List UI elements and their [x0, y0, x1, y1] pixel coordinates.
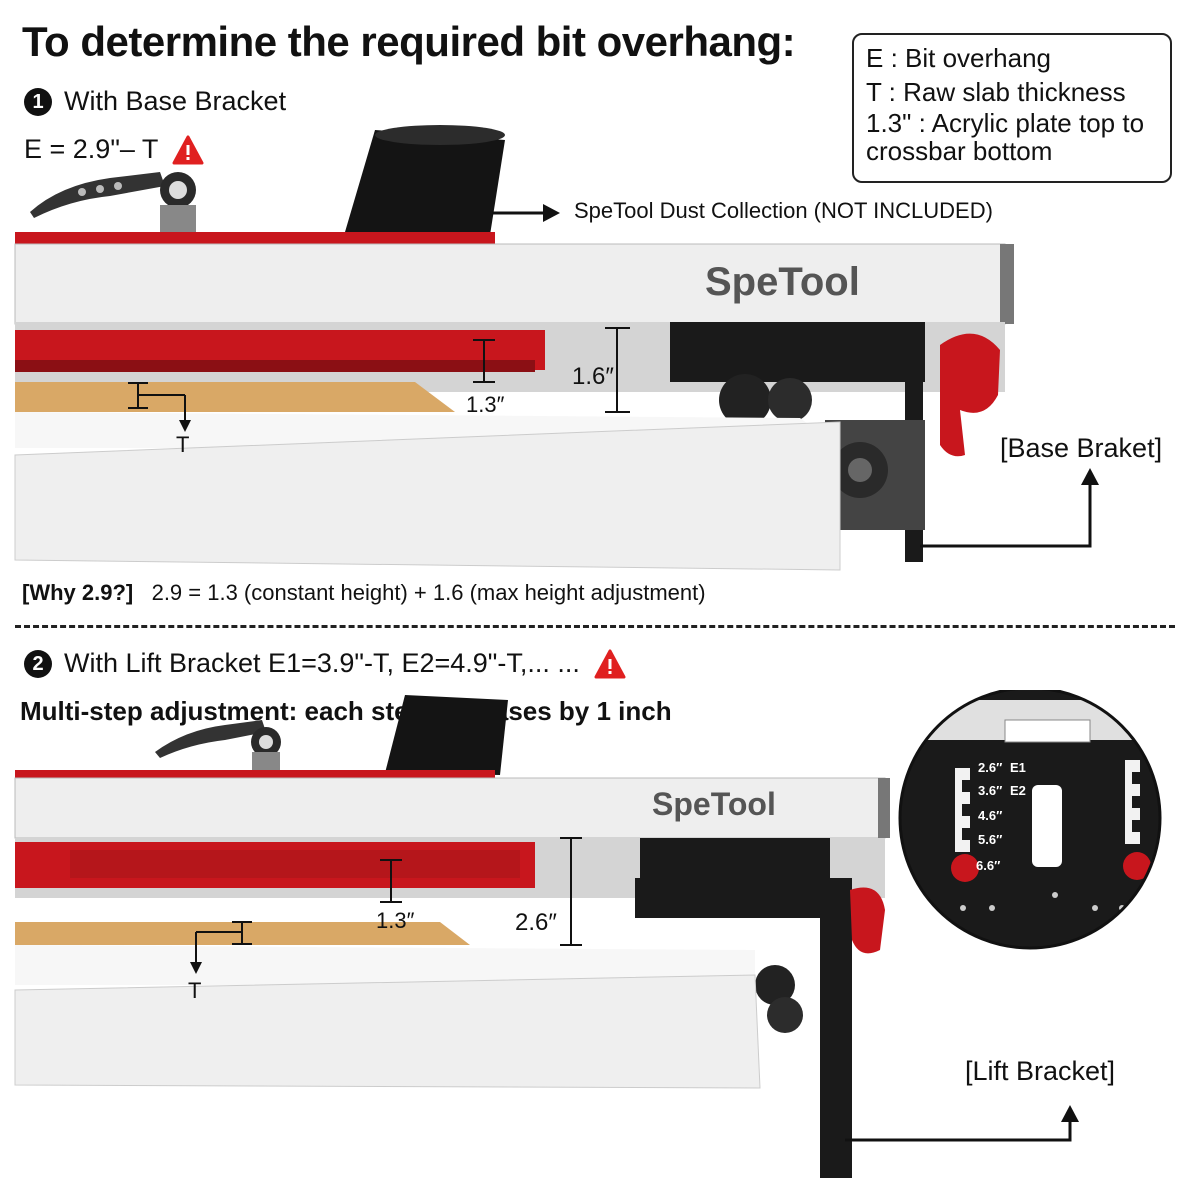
red-knob — [940, 333, 1000, 457]
lift-bracket-label: [Lift Bracket] — [965, 1056, 1116, 1086]
section2-label: With Lift Bracket E1=3.9"-T, E2=4.9"-T,.… — [64, 648, 580, 678]
section2-number: 2 — [24, 649, 52, 678]
base-bracket-illustration: SpeTool 1.6″ 1.3″ T — [14, 125, 1099, 571]
arrow-up-icon — [845, 1120, 1072, 1142]
t-label: T — [188, 978, 201, 1003]
step-label-1: 2.6″ — [978, 760, 1002, 775]
dimension-2-6: 2.6″ — [515, 909, 557, 936]
section1-label: With Base Bracket — [64, 86, 287, 116]
acrylic-plate — [15, 232, 495, 246]
section1-formula: E = 2.9"– T — [24, 134, 159, 164]
why-note: [Why 2.9?] 2.9 = 1.3 (constant height) +… — [22, 580, 706, 606]
clamp-lever-icon — [155, 720, 281, 774]
page-title: To determine the required bit overhang: — [22, 18, 796, 65]
red-knob — [850, 887, 885, 954]
why-text: 2.9 = 1.3 (constant height) + 1.6 (max h… — [151, 580, 706, 605]
brand-logo: SpeTool — [652, 786, 776, 822]
section1-formula-row: E = 2.9"– T — [24, 134, 204, 165]
section2-heading: 2 With Lift Bracket E1=3.9"-T, E2=4.9"-T… — [24, 648, 626, 679]
why-label: [Why 2.9?] — [22, 580, 134, 605]
legend-e: E : Bit overhang — [866, 43, 1051, 73]
dust-collection-label: SpeTool Dust Collection (NOT INCLUDED) — [574, 198, 993, 223]
brand-logo: SpeTool — [705, 260, 860, 304]
clamp-lever-icon — [30, 172, 196, 235]
base-bracket-label: [Base Braket] — [1000, 433, 1163, 463]
lift-bracket-illustration: SpeTool 1.3″ 2.6″ T 2.6″ 3.6 — [14, 690, 1162, 1178]
section-divider — [15, 625, 1175, 628]
lift-bracket-inset — [900, 690, 1160, 948]
step-label-4: 5.6″ — [978, 832, 1002, 847]
dimension-1-3: 1.3″ — [466, 392, 505, 417]
step-label-5: 6.6″ — [976, 858, 1000, 873]
dimension-1-6: 1.6″ — [572, 363, 614, 390]
section1-heading: 1 With Base Bracket — [24, 86, 286, 117]
section1-number: 1 — [24, 87, 52, 116]
warning-icon — [172, 135, 204, 164]
dust-port-icon — [345, 125, 505, 235]
step-tag-e1: E1 — [1010, 760, 1026, 775]
step-tag-e2: E2 — [1010, 783, 1026, 798]
arrow-up-icon — [920, 482, 1092, 548]
t-label: T — [176, 432, 189, 457]
warning-icon — [594, 649, 626, 678]
dust-port-icon — [385, 695, 508, 775]
section2-subtitle: Multi-step adjustment: each step increas… — [20, 696, 672, 726]
legend-box: E : Bit overhang T : Raw slab thickness … — [852, 33, 1172, 183]
legend-plate: 1.3" : Acrylic plate top to crossbar bot… — [866, 108, 1145, 166]
step-label-3: 4.6″ — [978, 808, 1002, 823]
wood-slab — [15, 382, 455, 412]
dimension-1-3: 1.3″ — [376, 908, 415, 933]
legend-t: T : Raw slab thickness — [866, 77, 1126, 107]
step-label-2: 3.6″ — [978, 783, 1002, 798]
